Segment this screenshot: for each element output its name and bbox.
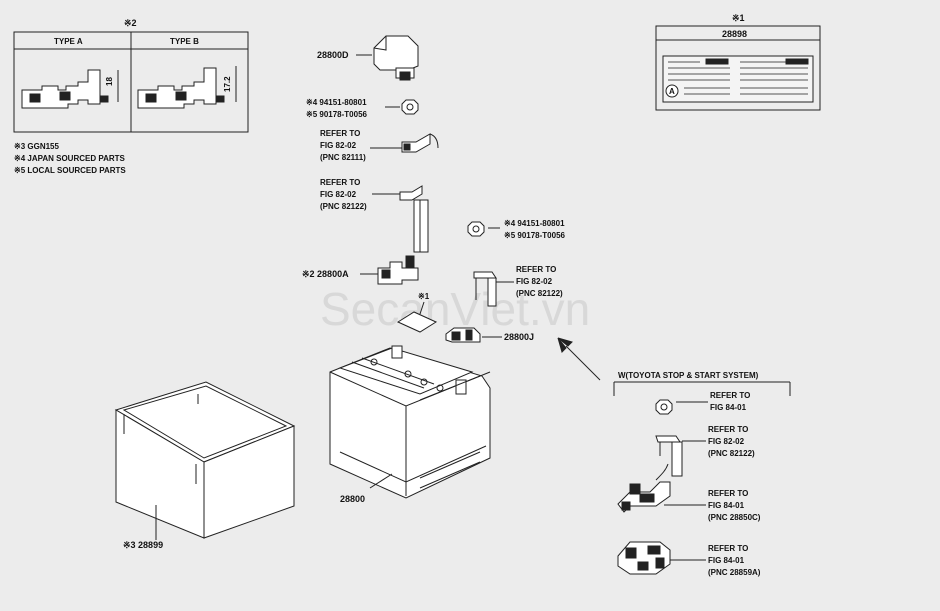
ref1-line2: FIG 82-02 [320, 141, 357, 150]
cable-terminal-2 [399, 185, 429, 253]
ss-ref-d-1: REFER TO [708, 544, 748, 553]
label-nut2-b: ※5 90178-T0056 [504, 231, 566, 240]
cable-terminal-1 [401, 133, 439, 153]
stop-start-title: W(TOYOTA STOP & START SYSTEM) [618, 371, 759, 380]
type-a-label: TYPE A [54, 37, 83, 46]
note-3: ※5 LOCAL SOURCED PARTS [14, 166, 126, 175]
label-28800j: 28800J [504, 332, 534, 342]
label-box-mark: A [669, 87, 675, 96]
label-ref-1: ※1 [418, 292, 430, 301]
label-nut1-a: ※4 94151-80801 [306, 98, 367, 107]
type-box: ※2 TYPE A TYPE B 18 17.2 [13, 18, 249, 133]
direction-arrow [557, 337, 601, 381]
battery-tray-28899 [114, 381, 296, 539]
type-a-shape [21, 69, 109, 109]
cable-terminal-3 [473, 271, 497, 307]
ref1-line3: (PNC 82111) [320, 153, 366, 162]
label-box-part: 28898 [722, 29, 747, 39]
ss-nut [655, 399, 673, 415]
label-28800d: 28800D [317, 50, 349, 60]
ref2-line2: FIG 82-02 [320, 190, 357, 199]
type-a-dim: 18 [105, 77, 114, 86]
terminal-cover [373, 35, 419, 81]
label-28800: 28800 [340, 494, 365, 504]
terminal-clamp-28800j [445, 327, 481, 343]
mark-circle [665, 84, 679, 98]
ss-ref-a-2: FIG 84-01 [710, 403, 747, 412]
ref3-line1: REFER TO [516, 265, 556, 274]
type-b-shape [137, 67, 225, 109]
type-b-label: TYPE B [170, 37, 199, 46]
ss-sensor-clamp [617, 463, 671, 513]
sticker-lines [668, 61, 808, 95]
ss-ref-c-1: REFER TO [708, 489, 748, 498]
ss-ref-d-3: (PNC 28859A) [708, 568, 761, 577]
label-box-ref: ※1 [732, 13, 745, 23]
ref1-line1: REFER TO [320, 129, 360, 138]
nut-1 [401, 99, 419, 115]
label-28899: ※3 28899 [123, 540, 163, 550]
ss-ref-c-3: (PNC 28850C) [708, 513, 761, 522]
type-b-dim: 17.2 [223, 76, 232, 92]
type-box-ref: ※2 [124, 18, 137, 28]
label-nut1-b: ※5 90178-T0056 [306, 110, 368, 119]
label-sticker-on-battery [396, 311, 438, 333]
ss-cable-terminal [655, 435, 683, 477]
label-28800a: ※2 28800A [302, 269, 349, 279]
ss-ref-b-3: (PNC 82122) [708, 449, 755, 458]
label-box-frame [655, 25, 821, 111]
ref2-line1: REFER TO [320, 178, 360, 187]
note-1: ※3 GGN155 [14, 142, 59, 151]
ss-ref-b-1: REFER TO [708, 425, 748, 434]
ss-ref-a-1: REFER TO [710, 391, 750, 400]
label-box: ※1 28898 A [655, 13, 821, 111]
battery-28800 [329, 345, 491, 499]
note-2: ※4 JAPAN SOURCED PARTS [14, 154, 126, 163]
ss-ref-c-2: FIG 84-01 [708, 501, 745, 510]
stop-start-panel: W(TOYOTA STOP & START SYSTEM) REFER TO F… [613, 371, 791, 577]
ss-ref-b-2: FIG 82-02 [708, 437, 745, 446]
label-nut2-a: ※4 94151-80801 [504, 219, 565, 228]
ref2-line3: (PNC 82122) [320, 202, 367, 211]
terminal-clamp-28800a [377, 255, 419, 285]
ref3-line2: FIG 82-02 [516, 277, 553, 286]
ref3-line3: (PNC 82122) [516, 289, 563, 298]
ss-ref-d-2: FIG 84-01 [708, 556, 745, 565]
nut-2 [467, 221, 485, 237]
ss-bracket [617, 541, 671, 575]
watermark: SecanViet.vn [320, 283, 590, 335]
